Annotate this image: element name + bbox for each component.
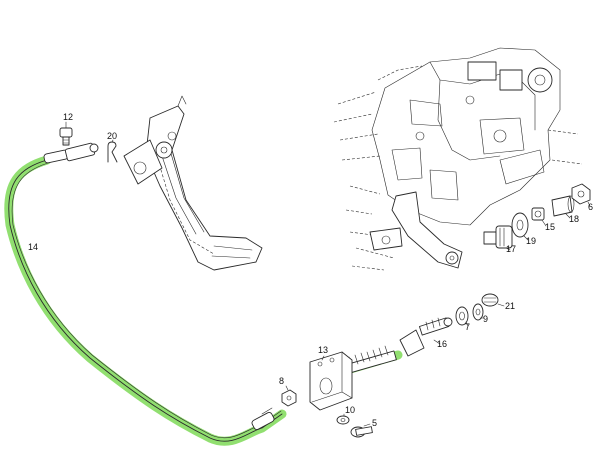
bracket-13[interactable] bbox=[309, 351, 353, 411]
leader-lines bbox=[111, 139, 591, 427]
nut-8[interactable] bbox=[281, 389, 297, 407]
adjuster-16[interactable] bbox=[399, 317, 453, 357]
callout-15: 15 bbox=[545, 222, 555, 232]
spacer-15[interactable] bbox=[531, 207, 545, 221]
gearbox-housing bbox=[333, 47, 583, 271]
washer-10[interactable] bbox=[336, 415, 350, 425]
release-lever[interactable] bbox=[369, 191, 463, 269]
callout-16: 16 bbox=[437, 339, 447, 349]
nut-6[interactable] bbox=[571, 183, 591, 205]
callout-21: 21 bbox=[505, 301, 515, 311]
callout-9: 9 bbox=[483, 314, 488, 324]
callout-8: 8 bbox=[279, 376, 284, 386]
callout-5: 5 bbox=[372, 418, 377, 428]
washer-9[interactable] bbox=[472, 303, 484, 321]
callout-7: 7 bbox=[465, 322, 470, 332]
bolt-21[interactable] bbox=[481, 293, 499, 307]
washer-19[interactable] bbox=[511, 212, 529, 238]
leader-17 bbox=[505, 247, 511, 251]
callout-13: 13 bbox=[318, 345, 328, 355]
washer-7[interactable] bbox=[455, 306, 469, 326]
callout-14: 14 bbox=[28, 242, 38, 252]
clutch-pedal[interactable] bbox=[123, 95, 263, 271]
bolt-12[interactable] bbox=[59, 127, 73, 146]
cable-upper-end bbox=[43, 142, 99, 164]
callout-20: 20 bbox=[107, 131, 117, 141]
callout-19: 19 bbox=[526, 236, 536, 246]
callout-18: 18 bbox=[569, 214, 579, 224]
cable-highlight bbox=[4, 155, 287, 446]
cable-lower-end bbox=[251, 407, 275, 430]
callout-12: 12 bbox=[63, 112, 73, 122]
callout-10: 10 bbox=[345, 405, 355, 415]
cable-line-outer bbox=[8, 159, 283, 442]
callout-17: 17 bbox=[506, 244, 516, 254]
cable-line-inner bbox=[11, 162, 282, 439]
bush-18[interactable] bbox=[551, 195, 575, 217]
callout-labels: 12 20 14 13 8 10 5 16 7 9 21 17 19 15 18… bbox=[28, 112, 593, 428]
clip-20[interactable] bbox=[107, 141, 118, 163]
callout-6: 6 bbox=[588, 202, 593, 212]
stud-17[interactable] bbox=[483, 225, 513, 249]
bolt-5[interactable] bbox=[350, 426, 373, 438]
